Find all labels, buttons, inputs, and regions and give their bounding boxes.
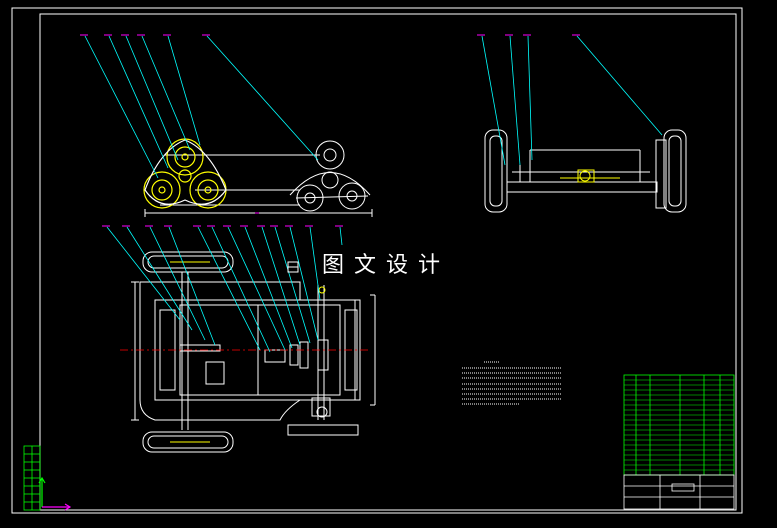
- top-view-leaders: [106, 226, 343, 353]
- top-view: [131, 251, 376, 453]
- side-view: [484, 129, 687, 213]
- watermark-text: 图文设计: [322, 253, 451, 278]
- revision-strip: [23, 445, 41, 511]
- leader-balloon-ticks: [80, 34, 580, 227]
- side-view-leaders: [481, 35, 663, 166]
- outer-frame: [11, 7, 743, 514]
- front-view-leaders: [84, 35, 319, 179]
- technical-notes: [462, 361, 562, 405]
- inner-frame: [39, 13, 737, 511]
- parts-list-rows: [624, 379, 734, 471]
- left-stair-wheel-cluster: [143, 138, 227, 209]
- section-symbol: [287, 261, 299, 273]
- ucs-axis-icon: [38, 476, 72, 511]
- side-view-drive-detail: [560, 169, 620, 183]
- title-block: [623, 474, 735, 510]
- front-view: [144, 140, 373, 217]
